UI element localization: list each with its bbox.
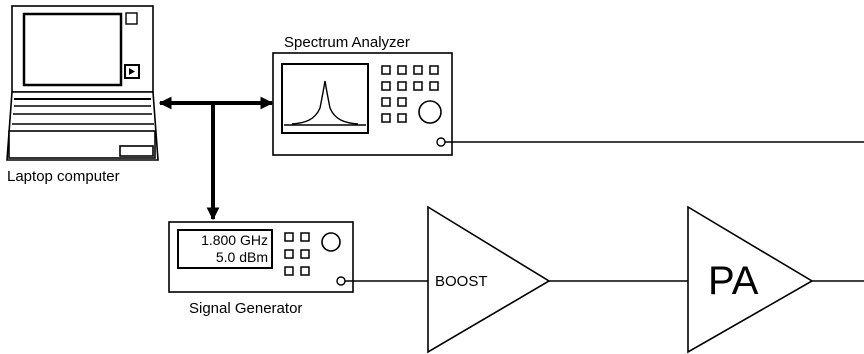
spectrum-trace	[291, 80, 359, 125]
signal-generator: 1.800 GHz 5.0 dBm Signal Generator	[168, 221, 354, 317]
spectrum-display	[281, 63, 369, 134]
pa-amplifier: PA	[687, 205, 814, 354]
spectrum-analyzer-label: Spectrum Analyzer	[284, 34, 410, 51]
analyzer-keypad	[381, 65, 439, 123]
generator-power: 5.0 dBm	[216, 249, 268, 265]
analyzer-input-port	[436, 137, 446, 147]
generator-keypad	[284, 232, 310, 276]
generator-frequency: 1.800 GHz	[201, 232, 268, 248]
rf-lines	[345, 141, 864, 282]
control-bus	[158, 96, 274, 221]
generator-knob	[321, 232, 341, 252]
analyzer-knob	[418, 100, 442, 124]
spectrum-analyzer: Spectrum Analyzer	[272, 34, 453, 156]
boost-label: BOOST	[435, 273, 488, 290]
pa-label: PA	[708, 259, 759, 303]
laptop-screen	[22, 12, 123, 87]
signal-generator-label: Signal Generator	[189, 300, 302, 317]
laptop-label: Laptop computer	[7, 168, 120, 185]
generator-output-port	[336, 276, 346, 286]
generator-display	[177, 229, 273, 269]
laptop-computer: Laptop computer	[6, 5, 159, 185]
boost-amplifier: BOOST	[427, 205, 551, 354]
